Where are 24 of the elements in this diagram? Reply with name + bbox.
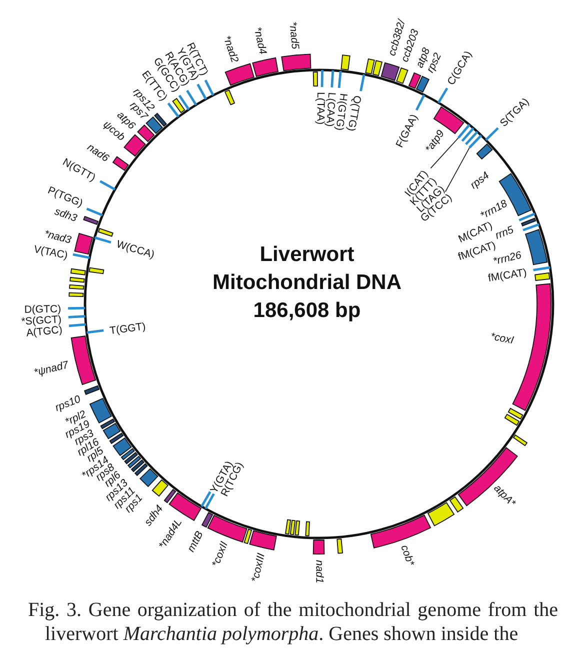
gene-label: mttB — [185, 529, 206, 554]
gene-label: cob* — [398, 544, 416, 568]
gene-label: *coxII — [210, 540, 231, 569]
trna-label: T(GGT) — [109, 320, 146, 338]
leader-line — [430, 137, 459, 169]
gene-label: *ψnad7 — [32, 359, 70, 379]
gene-label: *coxI — [490, 330, 515, 347]
trna-label: D(GTC) — [24, 303, 62, 316]
gene-label: *rrn18 — [478, 198, 510, 222]
map-title: Liverwort Mitochondrial DNA 186,608 bp — [212, 242, 402, 324]
trna-tick — [468, 134, 482, 148]
trna-label: *S(GCT) — [20, 314, 62, 328]
figure-caption: Fig. 3. Gene organization of the mitochondrial genome from the liverwort Marchantia polymorpha. Genes shown inside the — [28, 598, 558, 646]
gene-label: *nad4 — [251, 26, 269, 56]
gene-label: nad1 — [313, 560, 326, 584]
gene-label: *coxIII — [249, 552, 268, 584]
gene-label: *nad2 — [220, 34, 241, 64]
leader-line — [444, 147, 470, 192]
trna-tick — [458, 124, 470, 139]
trna-label: fM(CAT) — [487, 266, 528, 284]
gene-label: *nad5 — [286, 21, 302, 50]
gene-label: sdh3 — [53, 206, 79, 224]
gene-label: *rrn26 — [492, 249, 523, 268]
gene-label: rrn5 — [494, 224, 516, 242]
